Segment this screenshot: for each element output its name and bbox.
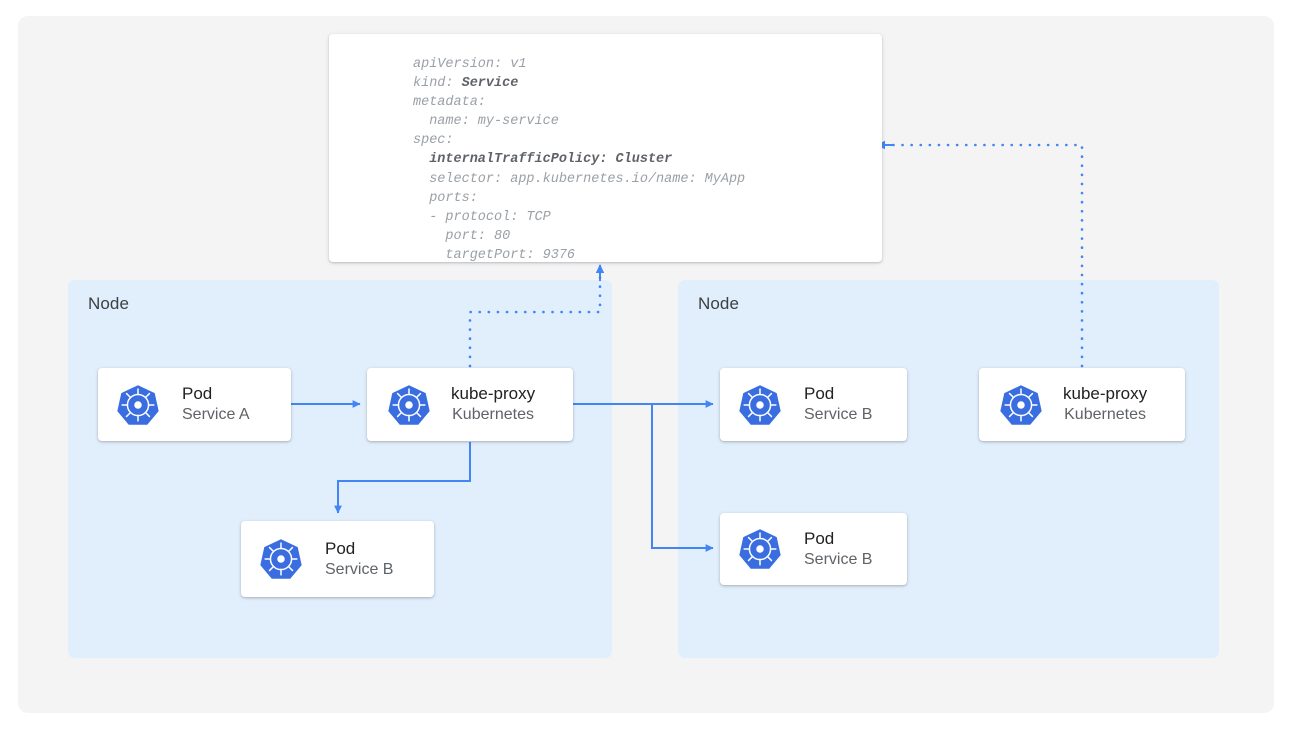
card-pod-service-b-left[interactable]: Pod Service B xyxy=(241,521,434,597)
card-kube-proxy-right[interactable]: kube-proxy Kubernetes xyxy=(979,368,1185,441)
node-label-left: Node xyxy=(88,294,130,313)
card-pod-service-b-top[interactable]: Pod Service B xyxy=(720,368,907,441)
card-text-kube-proxy-left: kube-proxy Kubernetes xyxy=(451,384,535,424)
kubernetes-icon xyxy=(739,529,781,569)
card-text-kube-proxy-right: kube-proxy Kubernetes xyxy=(1063,384,1147,424)
card-pod-service-a[interactable]: Pod Service A xyxy=(98,368,291,441)
card-title: Pod xyxy=(804,528,835,548)
card-text-pod-service-a: Pod Service A xyxy=(182,384,250,424)
card-subtitle: Service B xyxy=(804,406,873,424)
card-title: Pod xyxy=(325,538,356,558)
kubernetes-icon xyxy=(260,539,302,579)
card-subtitle: Kubernetes xyxy=(452,406,534,424)
card-text-pod-service-b-bottom: Pod Service B xyxy=(804,529,872,569)
kubernetes-icon xyxy=(388,384,430,425)
node-container-right: Node xyxy=(678,280,1219,658)
card-text-pod-service-b-left: Pod Service B xyxy=(325,539,393,579)
card-title: Pod xyxy=(182,384,213,404)
card-title: kube-proxy xyxy=(1063,384,1148,404)
card-title: Pod xyxy=(804,384,835,404)
card-kube-proxy-left[interactable]: kube-proxy Kubernetes xyxy=(367,368,573,441)
kubernetes-icon xyxy=(117,384,159,425)
card-subtitle: Service A xyxy=(182,406,250,424)
card-pod-service-b-bottom[interactable]: Pod Service B xyxy=(720,513,907,585)
node-label-right: Node xyxy=(698,294,740,313)
kubernetes-icon xyxy=(1000,384,1042,425)
card-title: kube-proxy xyxy=(451,384,536,404)
card-subtitle: Kubernetes xyxy=(1064,406,1146,424)
service-spec-yaml: apiVersion: v1 kind: Service metadata: n… xyxy=(413,57,746,262)
node-container-left: Node xyxy=(68,280,612,658)
card-subtitle: Service B xyxy=(325,560,394,578)
kubernetes-icon xyxy=(739,384,781,425)
card-text-pod-service-b-top: Pod Service B xyxy=(804,384,872,424)
service-spec-panel: apiVersion: v1 kind: Service metadata: n… xyxy=(329,34,882,262)
card-subtitle: Service B xyxy=(804,550,873,568)
